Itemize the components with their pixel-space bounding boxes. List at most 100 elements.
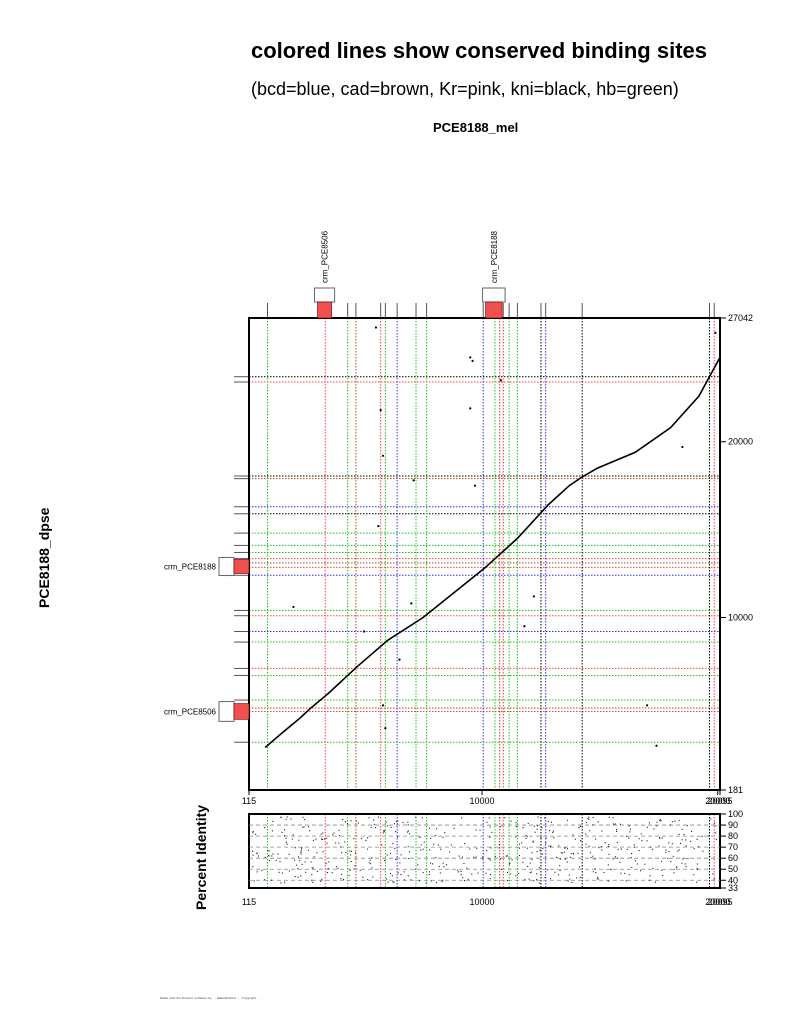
pid-point bbox=[383, 831, 385, 833]
scatter-dot bbox=[374, 326, 378, 329]
pid-point bbox=[710, 818, 712, 820]
pid-point bbox=[275, 859, 277, 861]
pid-point bbox=[712, 873, 714, 875]
pid-point bbox=[295, 847, 297, 849]
pid-point bbox=[549, 830, 551, 832]
pid-point bbox=[341, 873, 343, 875]
pid-point bbox=[569, 856, 571, 858]
pid-point bbox=[482, 857, 484, 859]
pid-point bbox=[303, 826, 305, 828]
pid-point bbox=[297, 856, 299, 858]
pid-point bbox=[268, 860, 270, 862]
pid-point bbox=[563, 851, 565, 853]
pid-point bbox=[677, 850, 679, 852]
pid-point bbox=[594, 868, 596, 870]
pid-point bbox=[532, 840, 534, 842]
pid-point bbox=[338, 835, 340, 837]
pid-point bbox=[587, 817, 589, 819]
pid-point bbox=[285, 818, 287, 820]
pid-point bbox=[542, 848, 544, 850]
pid-point bbox=[313, 856, 315, 858]
pid-point bbox=[488, 858, 490, 860]
pid-point bbox=[681, 839, 683, 841]
pid-point bbox=[453, 827, 455, 829]
pid-point bbox=[386, 854, 388, 856]
pid-point bbox=[518, 843, 520, 845]
pid-point bbox=[585, 821, 587, 823]
pid-point bbox=[597, 878, 599, 880]
pid-point bbox=[315, 838, 317, 840]
pid-point bbox=[681, 828, 683, 830]
pid-point bbox=[321, 838, 323, 840]
pid-point bbox=[422, 848, 424, 850]
pid-point bbox=[252, 854, 254, 856]
pid-point bbox=[338, 842, 340, 844]
pid-point bbox=[444, 832, 446, 834]
pid-point bbox=[489, 859, 491, 861]
crm-top-box bbox=[313, 287, 336, 303]
pid-point bbox=[384, 860, 386, 862]
pid-point bbox=[476, 847, 478, 849]
pid-point bbox=[466, 867, 468, 869]
pid-point bbox=[596, 878, 598, 880]
pid-point bbox=[469, 848, 471, 850]
pid-point bbox=[522, 827, 524, 829]
pid-point bbox=[676, 866, 678, 868]
pid-point bbox=[678, 849, 680, 851]
pid-point bbox=[649, 875, 651, 877]
pid-point bbox=[489, 836, 491, 838]
pid-point bbox=[556, 856, 558, 858]
pid-point bbox=[288, 870, 290, 872]
pid-point bbox=[395, 858, 397, 860]
scatter-dot bbox=[523, 625, 526, 628]
pid-point bbox=[395, 831, 397, 833]
pid-point bbox=[368, 862, 370, 864]
pid-point bbox=[682, 858, 684, 860]
pid-point bbox=[544, 817, 546, 819]
pid-point bbox=[300, 851, 302, 853]
pid-point bbox=[685, 839, 687, 841]
pid-point bbox=[612, 823, 614, 825]
pid-point bbox=[530, 871, 532, 873]
pid-point bbox=[420, 844, 422, 846]
pid-point bbox=[545, 842, 547, 844]
pid-point bbox=[655, 825, 657, 827]
pid-point bbox=[441, 881, 443, 883]
pid-point bbox=[371, 867, 373, 869]
pid-point bbox=[515, 822, 517, 824]
pid-point bbox=[286, 816, 288, 818]
plot-title: PCE8188_mel bbox=[433, 120, 519, 135]
pid-point bbox=[660, 820, 662, 822]
pid-point bbox=[633, 846, 635, 848]
pid-point bbox=[298, 839, 300, 841]
pid-point bbox=[316, 852, 318, 854]
pid-point bbox=[550, 821, 552, 823]
scatter-dot bbox=[469, 407, 472, 410]
pid-point bbox=[435, 835, 437, 837]
pid-point bbox=[673, 868, 675, 870]
pid-point bbox=[696, 868, 698, 870]
pid-point bbox=[617, 857, 619, 859]
scatter-dot bbox=[381, 704, 385, 707]
pid-point bbox=[338, 829, 340, 831]
pid-point bbox=[311, 879, 313, 881]
pid-point bbox=[559, 865, 561, 867]
pid-point bbox=[354, 865, 356, 867]
pid-point bbox=[561, 852, 563, 854]
pid-point bbox=[361, 838, 363, 840]
pid-point bbox=[715, 838, 717, 840]
pid-x-tick-label: 20000 bbox=[705, 897, 730, 907]
scatter-dot bbox=[412, 479, 415, 482]
pid-point bbox=[518, 847, 520, 849]
pid-point bbox=[397, 872, 399, 874]
pid-point bbox=[548, 845, 550, 847]
pid-point bbox=[533, 880, 535, 882]
pid-point bbox=[607, 864, 609, 866]
pid-point bbox=[312, 839, 314, 841]
pid-point bbox=[490, 874, 492, 876]
pid-point bbox=[648, 822, 650, 824]
pid-point bbox=[370, 863, 372, 865]
pid-y-tick-label: 100 bbox=[728, 809, 743, 819]
pid-point bbox=[553, 837, 555, 839]
pid-point bbox=[536, 828, 538, 830]
